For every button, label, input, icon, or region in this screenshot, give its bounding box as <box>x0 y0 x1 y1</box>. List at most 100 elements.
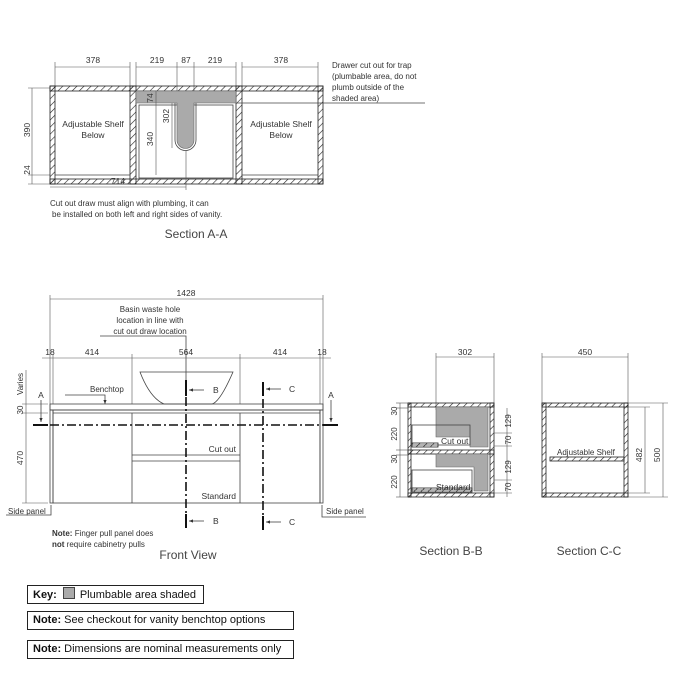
bb-dim-129-bottom: 129 <box>504 460 513 474</box>
right-shelf-label-2: Below <box>269 130 293 140</box>
front-view: 1428 Basin waste hole location in line w… <box>6 288 366 562</box>
dim-87: 87 <box>181 55 191 65</box>
plumbable-area-shade <box>135 90 237 149</box>
bb-upper-shade <box>435 406 489 448</box>
basin-note-1: Basin waste hole <box>120 305 181 314</box>
dim-482: 482 <box>634 448 644 462</box>
bb-top-rail <box>407 402 495 408</box>
dim-302: 302 <box>161 109 171 123</box>
dim-378-right: 378 <box>274 55 288 65</box>
cc-top <box>541 402 629 408</box>
bb-dim-70-top: 70 <box>504 435 513 444</box>
align-note-1: Cut out draw must align with plumbing, i… <box>50 199 209 208</box>
section-c-marker-top: C <box>289 384 295 394</box>
bb-lower-shade <box>435 453 489 492</box>
bb-dim-30-top: 30 <box>390 406 399 415</box>
note-bold-label: Note: <box>52 529 72 538</box>
dim-500: 500 <box>652 448 662 462</box>
dim-470: 470 <box>15 451 25 465</box>
dim-414-right: 414 <box>273 347 287 357</box>
bb-dim-129-top: 129 <box>504 414 513 428</box>
note1-label: Note: <box>33 614 62 626</box>
bb-dim-70-bottom: 70 <box>504 482 513 491</box>
side-panel-right-shape <box>319 409 324 504</box>
basin-note-3: cut out draw location <box>113 327 186 336</box>
bb-dim-220-bottom: 220 <box>390 475 399 489</box>
trap-note-4: shaded area) <box>332 94 379 103</box>
cc-adjustable-shelf <box>549 456 625 462</box>
basin-note-2: location in line with <box>116 316 183 325</box>
note2-label: Note: <box>33 643 62 655</box>
note-text-2: require cabinetry pulls <box>67 540 145 549</box>
section-a-marker-left: A <box>38 390 44 400</box>
section-cc-title: Section C-C <box>557 544 622 558</box>
cc-bottom <box>541 492 629 498</box>
bb-dim-220-top: 220 <box>390 427 399 441</box>
right-side-panel <box>317 85 324 185</box>
section-b-marker-bottom: B <box>213 516 219 526</box>
dim-564: 564 <box>179 347 193 357</box>
dim-18-left: 18 <box>45 347 55 357</box>
top-panel <box>49 85 324 92</box>
right-partition <box>235 85 243 185</box>
bb-drawer-base-1 <box>411 442 439 448</box>
align-note-2: be installed on both left and right side… <box>52 210 222 219</box>
left-shelf-label-1: Adjustable Shelf <box>62 119 124 129</box>
cc-shelf-label: Adjustable Shelf <box>557 448 616 457</box>
dim-390: 390 <box>22 123 32 137</box>
section-b-marker-top: B <box>213 385 219 395</box>
standard-label: Standard <box>202 491 237 501</box>
section-c-marker-bottom: C <box>289 517 295 527</box>
dim-74: 74 <box>145 93 155 103</box>
benchtop-label: Benchtop <box>90 385 124 394</box>
benchtop-note-box: Note: See checkout for vanity benchtop o… <box>27 611 294 630</box>
section-aa-title: Section A-A <box>165 227 228 241</box>
dim-450: 450 <box>578 347 592 357</box>
key-label: Key: <box>33 589 57 601</box>
note-bold-not: not <box>52 540 65 549</box>
side-panel-right-label: Side panel <box>326 507 364 516</box>
trap-note-3: plumb outside of the <box>332 83 405 92</box>
bb-standard-label: Standard <box>436 482 471 492</box>
dim-302-bb: 302 <box>458 347 472 357</box>
key-text: Plumbable area shaded <box>79 589 197 601</box>
dim-24: 24 <box>22 165 32 175</box>
section-aa-top-dimensions: 378 219 87 219 378 <box>54 55 319 105</box>
dim-varies: Varies <box>16 373 25 395</box>
bottom-panel <box>49 178 324 185</box>
left-side-panel <box>49 85 56 185</box>
side-panel-left-label: Side panel <box>8 507 46 516</box>
bb-bottom-panel <box>407 492 495 498</box>
section-bb-title: Section B-B <box>419 544 482 558</box>
finger-pull-note-2: not require cabinetry pulls <box>52 540 145 549</box>
note1-text: See checkout for vanity benchtop options <box>64 614 266 626</box>
dim-414-left: 414 <box>85 347 99 357</box>
bb-cut-out-label: Cut out <box>441 436 469 446</box>
bb-drawer-base-2 <box>411 487 473 493</box>
section-a-marker-right: A <box>328 390 334 400</box>
dim-714: 714 <box>111 176 125 186</box>
dim-18-right: 18 <box>317 347 327 357</box>
dimensions-note-box: Note: Dimensions are nominal measurement… <box>27 640 294 659</box>
dim-340: 340 <box>145 132 155 146</box>
trap-note-2: (plumbable area, do not <box>332 72 417 81</box>
finger-pull-note-1: Note: Finger pull panel does <box>52 529 153 538</box>
dim-1428: 1428 <box>177 288 196 298</box>
left-shelf-label-2: Below <box>81 130 105 140</box>
left-partition <box>129 85 137 185</box>
side-panel-left-shape <box>49 409 54 504</box>
cut-out-label: Cut out <box>209 444 237 454</box>
section-cc: 450 Adjustable Shelf 482 500 Section C-C <box>541 347 668 558</box>
section-bb: 302 Cut out Standard 30 220 30 220 129 7… <box>390 347 513 558</box>
front-view-title: Front View <box>159 548 216 562</box>
dim-30: 30 <box>16 405 25 414</box>
key-box: Key: Plumbable area shaded <box>27 585 204 604</box>
bb-dim-30-bottom: 30 <box>390 454 399 463</box>
trap-note-1: Drawer cut out for trap <box>332 61 412 70</box>
dim-219-right: 219 <box>208 55 222 65</box>
bb-mid-rail <box>407 449 495 455</box>
note-text-1: Finger pull panel does <box>75 529 154 538</box>
plumbable-swatch-icon <box>62 587 75 599</box>
cc-front <box>541 402 547 498</box>
